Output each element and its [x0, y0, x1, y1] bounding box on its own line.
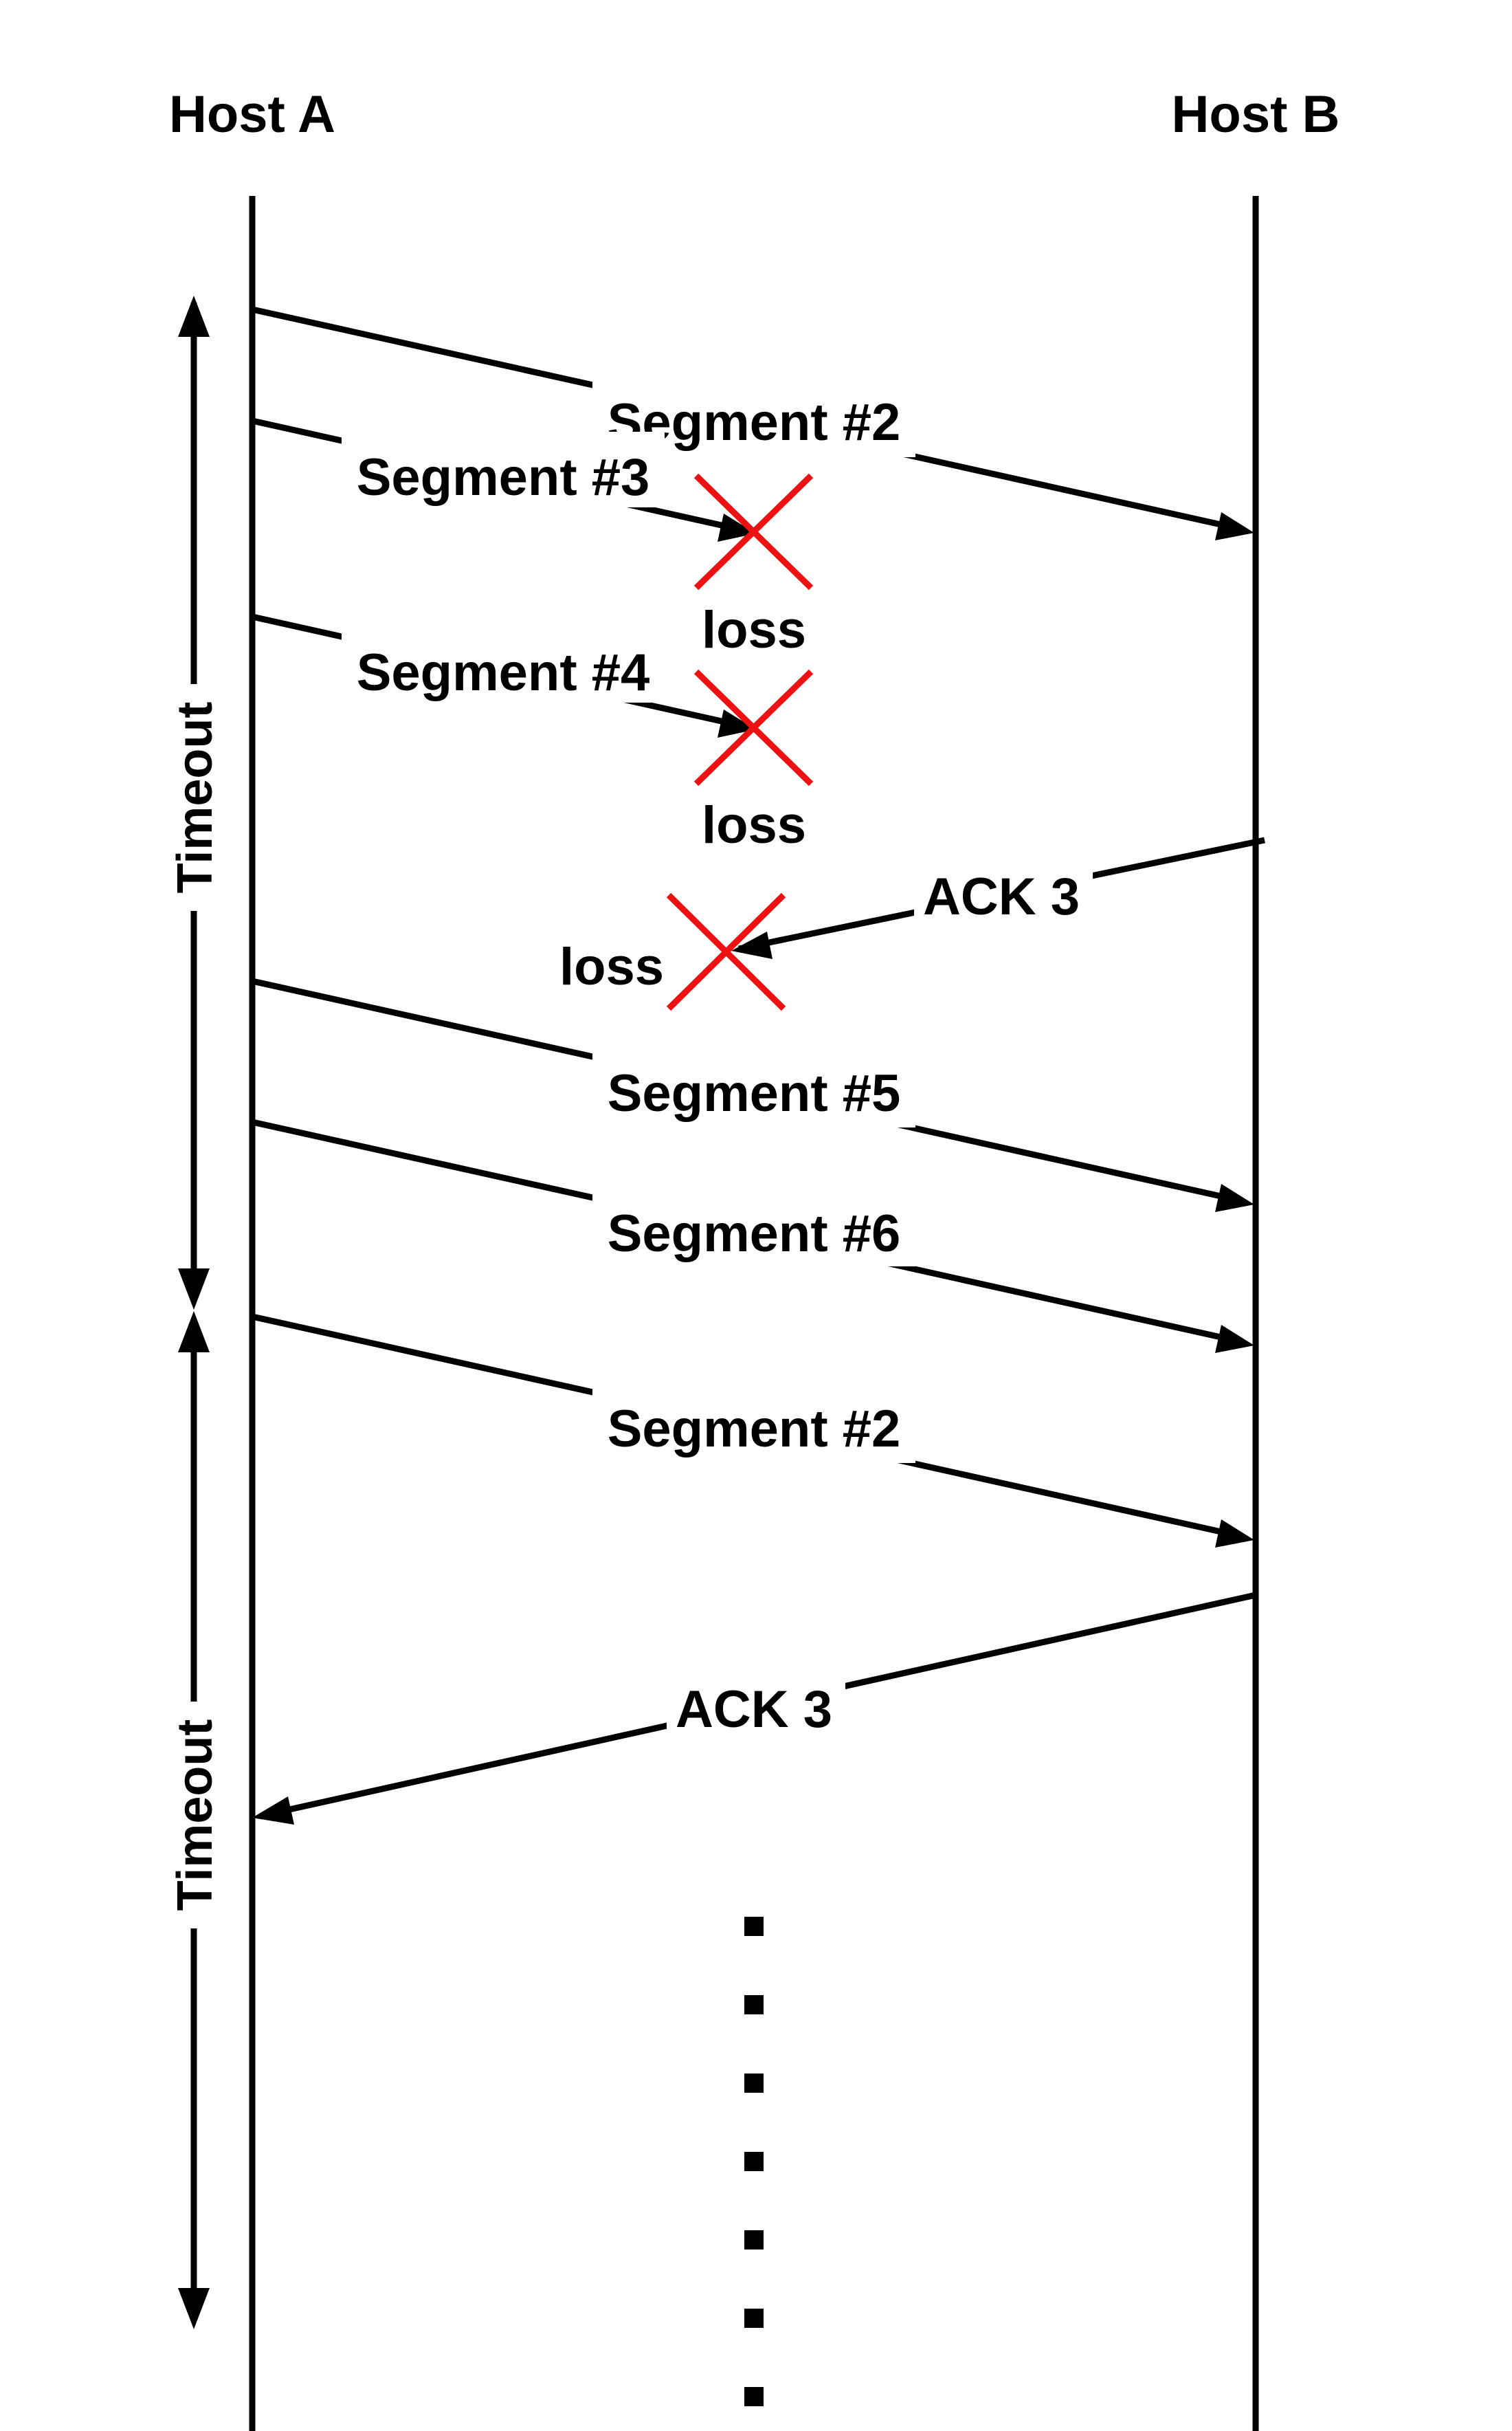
loss-cross-icon	[693, 669, 814, 786]
arrowhead-icon	[731, 932, 772, 959]
loss-label: loss	[702, 796, 806, 855]
loss-label: loss	[559, 938, 664, 996]
continuation-ellipsis-icon	[744, 1917, 764, 2406]
timeout-interval-2: Timeout	[165, 1311, 223, 2329]
message-segment-2: Segment #2	[252, 306, 1254, 540]
host-b-title: Host B	[1172, 85, 1340, 144]
message-segment-6: Segment #6	[252, 1119, 1254, 1353]
arrowhead-icon	[252, 1796, 294, 1825]
timeout-label: Timeout	[168, 1719, 223, 1911]
message-label: Segment #3	[357, 448, 650, 507]
message-ack-3: ACK 3	[731, 837, 1265, 959]
host-a-title: Host A	[169, 85, 335, 144]
message-segment-5: Segment #5	[252, 978, 1254, 1212]
message-label: ACK 3	[923, 868, 1080, 926]
message-ack-3-delivered: ACK 3	[252, 1592, 1256, 1825]
loss-cross-icon	[693, 473, 814, 591]
loss-cross-icon	[666, 892, 786, 1011]
timeout-interval-1: Timeout	[165, 296, 223, 1310]
arrowhead-icon	[1215, 1519, 1254, 1548]
message-label: ACK 3	[676, 1680, 832, 1739]
arrow-down-icon	[178, 2288, 210, 2329]
message-segment-2-retransmit: Segment #2	[252, 1313, 1254, 1548]
arrow-up-icon	[178, 296, 210, 337]
message-label: Segment #2	[608, 1400, 901, 1458]
message-label: Segment #6	[608, 1204, 901, 1263]
message-segment-3: Segment #3	[252, 417, 756, 542]
loss-label: loss	[702, 601, 806, 659]
arrowhead-icon	[1215, 1184, 1254, 1212]
arrow-down-icon	[178, 1268, 210, 1310]
message-label: Segment #4	[357, 644, 650, 702]
arrowhead-icon	[1215, 1325, 1254, 1353]
message-segment-4: Segment #4	[252, 613, 756, 738]
message-label: Segment #5	[608, 1064, 901, 1123]
arrowhead-icon	[1215, 512, 1254, 540]
timeout-label: Timeout	[168, 702, 223, 894]
arrow-up-icon	[178, 1311, 210, 1352]
